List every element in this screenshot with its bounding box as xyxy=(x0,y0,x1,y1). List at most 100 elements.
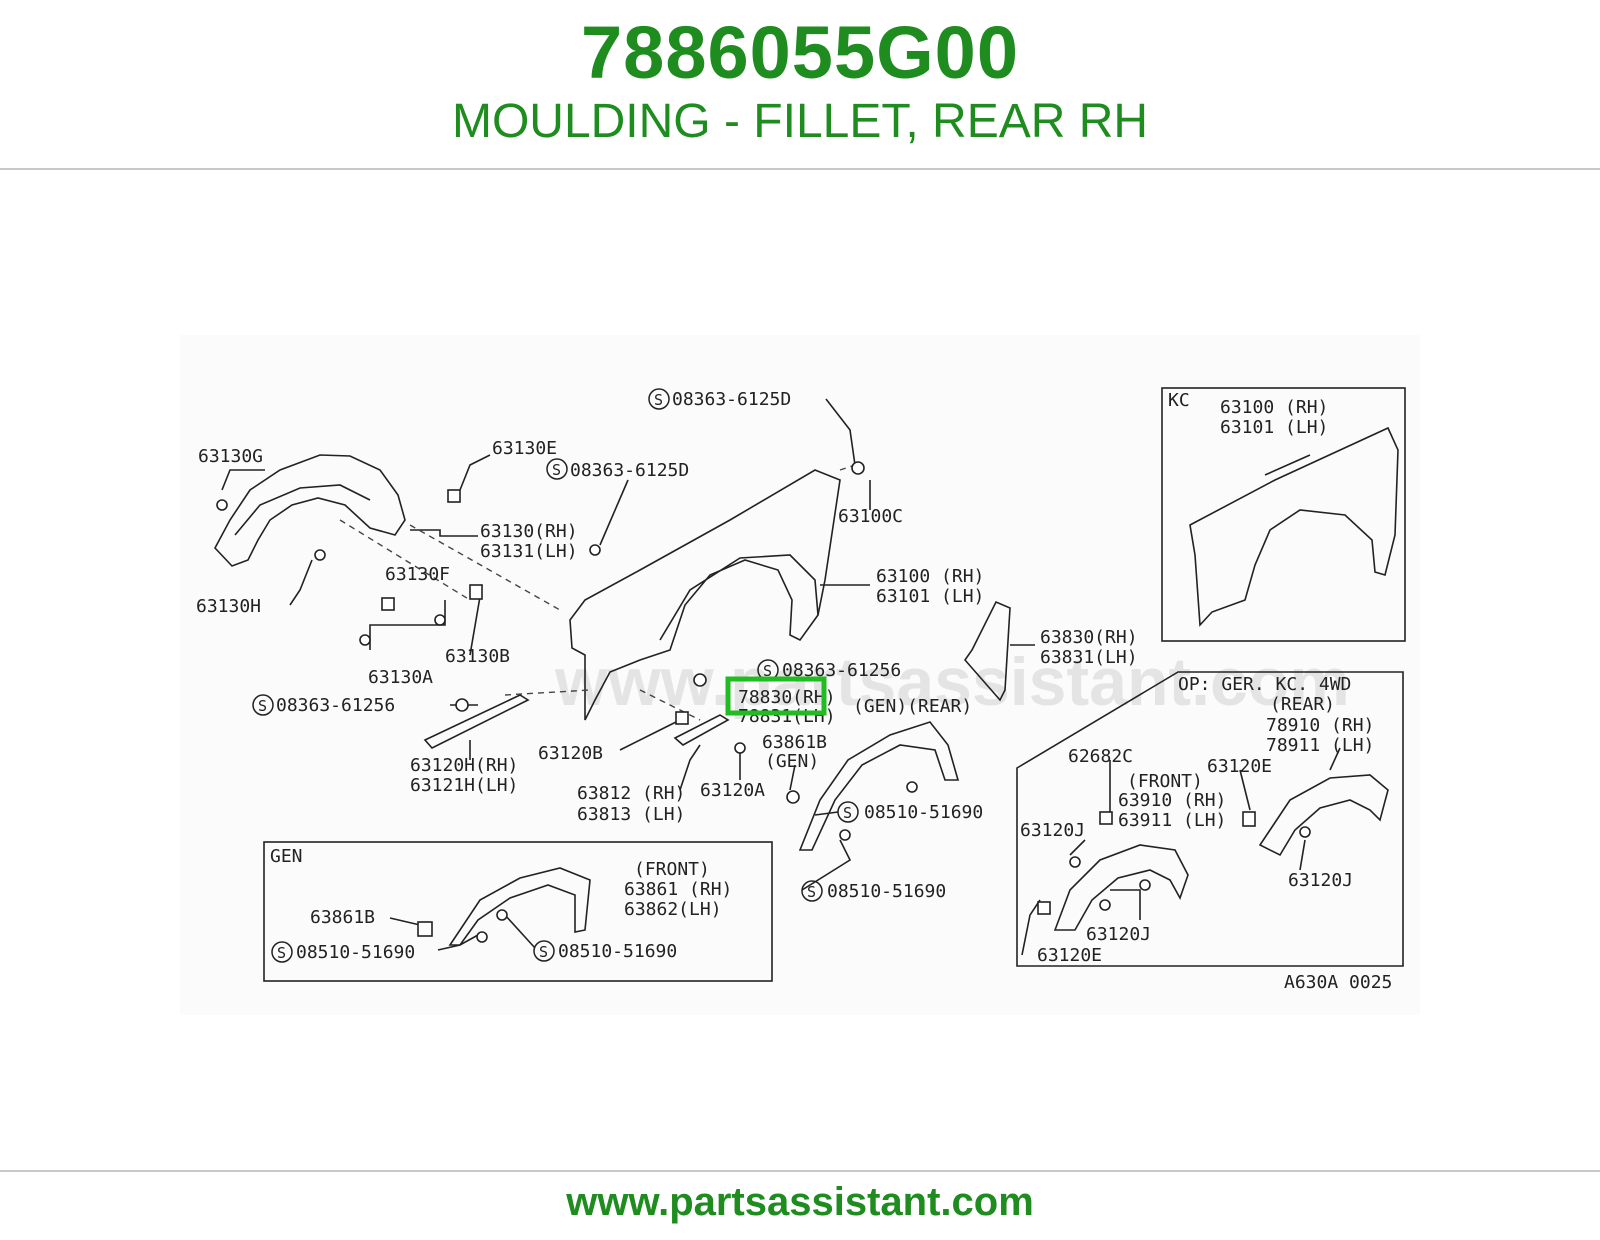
dashed-guide-5 xyxy=(639,689,701,721)
callout-label[interactable]: 63100 (RH) xyxy=(876,566,984,587)
diagram-background xyxy=(180,335,1420,1015)
callout-label[interactable]: 08363-6125D xyxy=(672,389,791,410)
callout-label[interactable]: 63120J xyxy=(1020,820,1085,841)
callout-label[interactable]: 63100 (RH) xyxy=(1220,397,1328,418)
clip-icon xyxy=(447,489,461,503)
callout-label[interactable]: 63861 (RH) xyxy=(624,879,732,900)
callout-label[interactable]: 63830(RH) xyxy=(1040,627,1138,648)
callout-label[interactable]: 63120J xyxy=(1086,924,1151,945)
callout-label[interactable]: 63861B xyxy=(762,732,827,753)
screw-icon xyxy=(734,742,746,754)
op-box-title: OP: GER. KC. 4WD xyxy=(1178,674,1351,695)
screw-symbol-icon xyxy=(271,941,293,963)
leader-63130g xyxy=(221,469,265,491)
callout-label[interactable]: 63130F xyxy=(385,564,450,585)
footer-divider xyxy=(0,1170,1600,1172)
selected-part-highlight[interactable] xyxy=(725,676,827,716)
callout-label[interactable]: 63130B xyxy=(445,646,510,667)
callout-label[interactable]: 63130H xyxy=(196,596,261,617)
clip-icon xyxy=(1299,826,1311,838)
clip-icon xyxy=(469,584,483,600)
callout-label: (REAR) xyxy=(1270,694,1335,715)
screw-icon xyxy=(693,673,707,687)
callout-label[interactable]: 78831(LH) xyxy=(738,706,836,727)
callout-label[interactable]: 08510-51690 xyxy=(296,942,415,963)
mud-flap xyxy=(963,600,1011,702)
callout-label[interactable]: 08363-61256 xyxy=(276,695,395,716)
callout-label[interactable]: 08510-51690 xyxy=(827,881,946,902)
callout-label[interactable]: 63100C xyxy=(838,506,903,527)
screw-icon xyxy=(906,781,918,793)
callout-label[interactable]: 63812 (RH) xyxy=(577,783,685,804)
op-front-flare xyxy=(1053,844,1189,931)
leader-08510-b xyxy=(801,839,852,891)
leader-op-63120e-top xyxy=(1239,769,1251,811)
callout-label[interactable]: 63101 (LH) xyxy=(876,586,984,607)
callout-label[interactable]: 63120B xyxy=(538,743,603,764)
clip-icon xyxy=(216,499,228,511)
clip-icon xyxy=(417,921,433,937)
callout-label[interactable]: 63911 (LH) xyxy=(1118,810,1226,831)
callout-label[interactable]: 63120A xyxy=(700,780,765,801)
liner-rib xyxy=(234,484,371,536)
side-strip-63812 xyxy=(673,714,730,746)
callout-label[interactable]: 62682C xyxy=(1068,746,1133,767)
callout-label[interactable]: 63910 (RH) xyxy=(1118,790,1226,811)
callout-label[interactable]: 63120E xyxy=(1207,756,1272,777)
screw-icon xyxy=(455,698,469,712)
leader-kc-63100 xyxy=(1264,454,1311,476)
leader-op-63120j-left xyxy=(1069,839,1086,856)
leader-63120b xyxy=(619,719,681,751)
diagram-code: A630A 0025 xyxy=(1284,972,1392,993)
callout-label[interactable]: 78911 (LH) xyxy=(1266,735,1374,756)
screw-symbol-label: S xyxy=(843,804,852,822)
callout-label[interactable]: 08363-61256 xyxy=(782,660,901,681)
screw-symbol-label: S xyxy=(258,697,267,715)
callout-label[interactable]: 63130A xyxy=(368,667,433,688)
leader-op-63120j-bottom xyxy=(1110,889,1141,920)
leader-08510-a xyxy=(814,811,839,816)
clip-icon xyxy=(1037,901,1051,915)
callout-label[interactable]: 63130(RH) xyxy=(480,521,578,542)
callout-label[interactable]: 63101 (LH) xyxy=(1220,417,1328,438)
callout-label: (FRONT) xyxy=(634,859,710,880)
callout-label[interactable]: 63130G xyxy=(198,446,263,467)
screw-symbol-label: S xyxy=(539,943,548,961)
callout-label[interactable]: 08510-51690 xyxy=(558,941,677,962)
clip-icon xyxy=(675,711,689,725)
callout-label[interactable]: 08363-6125D xyxy=(570,460,689,481)
clip-icon xyxy=(1069,856,1081,868)
op-box xyxy=(1016,671,1404,967)
clip-icon xyxy=(381,597,395,611)
screw-symbol-label: S xyxy=(552,461,561,479)
watermark: www.partsassistant.com xyxy=(554,644,1350,720)
fender-arch xyxy=(659,554,819,641)
callout-label[interactable]: 63120E xyxy=(1037,945,1102,966)
clip-icon xyxy=(1099,899,1111,911)
callout-label[interactable]: 08510-51690 xyxy=(864,802,983,823)
callout-label[interactable]: 63130E xyxy=(492,438,557,459)
callout-label[interactable]: 63120J xyxy=(1288,870,1353,891)
header-divider xyxy=(0,168,1600,170)
callout-label: (GEN)(REAR) xyxy=(853,696,972,717)
callout-label[interactable]: 63861B xyxy=(310,907,375,928)
op-rear-flare xyxy=(1258,774,1389,857)
inner-fender-liner xyxy=(214,454,406,567)
callout-label[interactable]: 63862(LH) xyxy=(624,899,722,920)
callout-label[interactable]: 63131(LH) xyxy=(480,541,578,562)
callout-label[interactable]: 63813 (LH) xyxy=(577,804,685,825)
screw-icon xyxy=(434,614,446,626)
callout-label[interactable]: 63121H(LH) xyxy=(410,775,518,796)
screw-symbol-label: S xyxy=(807,883,816,901)
callout-label[interactable]: 63120H(RH) xyxy=(410,755,518,776)
leader-63861b xyxy=(789,764,796,791)
gen-box xyxy=(263,841,773,982)
callout-label[interactable]: 78910 (RH) xyxy=(1266,715,1374,736)
screw-symbol-icon xyxy=(801,880,823,902)
dashed-guide-2 xyxy=(339,519,471,601)
callout-label[interactable]: 63831(LH) xyxy=(1040,647,1138,668)
kc-fender xyxy=(1189,426,1399,627)
footer-url-link[interactable]: www.partsassistant.com xyxy=(566,1180,1034,1224)
front-fender xyxy=(569,469,841,721)
callout-label-highlighted[interactable]: 78830(RH) xyxy=(738,687,836,708)
